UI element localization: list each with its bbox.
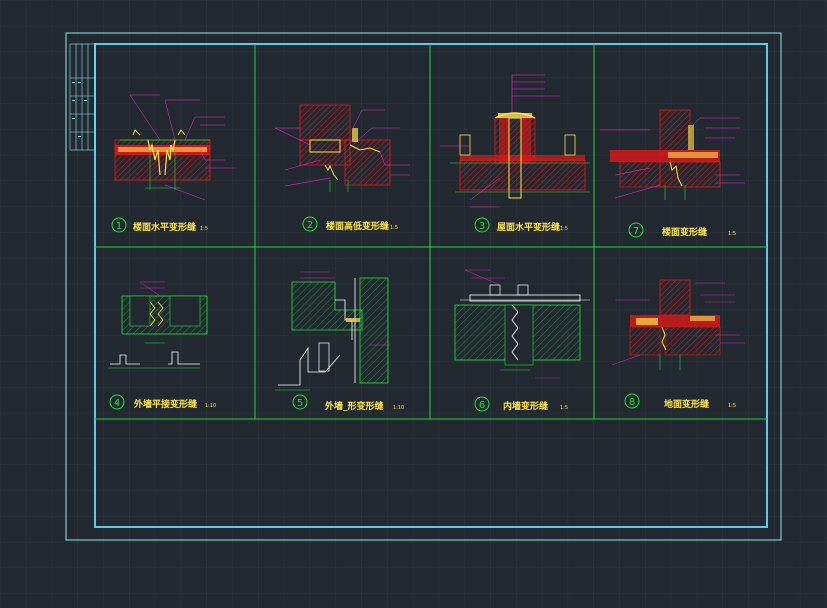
detail-1-scale: 1:5 [200,226,208,232]
detail-4-circle [109,394,125,410]
detail-4-scale: 1:10 [205,403,216,409]
detail-1-label: 1 楼面水平变形缝 1:5 [111,217,208,233]
panel-grid [95,44,767,420]
detail-7-circle [628,222,644,238]
detail-6-label: 6 内墙变形缝 1:5 [474,396,568,412]
detail-7-number: 7 [633,226,639,237]
detail-1-title: 楼面水平变形缝 [133,221,196,233]
sheet-inner-frame [94,43,768,528]
detail-5-scale: 1:10 [393,405,404,411]
detail-8-drawing [611,279,745,370]
detail-2-circle [302,216,318,232]
detail-8-label: 8 地面变形缝 1:5 [624,393,736,410]
title-block [69,43,96,151]
detail-3-title: 屋面水平变形缝 [497,221,560,233]
detail-5-circle [292,394,308,410]
detail-3-scale: 1:5 [560,226,568,232]
detail-6-circle [474,396,490,412]
detail-6-number: 6 [479,400,485,411]
detail-1-number: 1 [116,221,122,232]
detail-3-label: 3 屋面水平变形缝 1:5 [474,217,568,233]
detail-4-label: 4 外墙平接变形缝 1:10 [109,394,216,410]
detail-7-title: 楼面变形缝 [662,226,707,238]
title-block-marks [72,82,87,137]
detail-5-title: 外墙_形变形缝 [324,400,384,412]
detail-6-drawing [454,269,590,379]
detail-4-title: 外墙平接变形缝 [133,398,197,410]
detail-3-circle [474,217,490,233]
detail-1-circle [111,217,127,233]
detail-2-label: 2 楼面高低变形缝 1:5 [302,216,398,232]
detail-7-drawing [600,109,745,200]
detail-6-scale: 1:5 [560,405,568,411]
detail-4-number: 4 [114,398,120,409]
detail-3-number: 3 [479,221,485,232]
detail-7-scale: 1:5 [728,231,736,237]
detail-5-number: 5 [297,398,303,409]
detail-8-circle [624,393,640,409]
detail-5-label: 5 外墙_形变形缝 1:10 [292,394,404,412]
detail-2-number: 2 [307,220,313,231]
detail-8-scale: 1:5 [728,403,736,409]
detail-5-drawing [275,271,390,391]
detail-7-label: 7 楼面变形缝 1:5 [628,222,736,238]
detail-8-number: 8 [629,397,635,408]
detail-2-scale: 1:5 [390,225,398,231]
sheet-outer-border [65,32,782,541]
detail-6-title: 内墙变形缝 [503,400,548,412]
detail-2-drawing [274,104,410,192]
detail-1-drawing [114,94,235,201]
detail-4-drawing [108,281,208,369]
detail-3-drawing [440,74,590,208]
detail-8-title: 地面变形缝 [664,398,709,410]
detail-2-title: 楼面高低变形缝 [326,220,389,232]
